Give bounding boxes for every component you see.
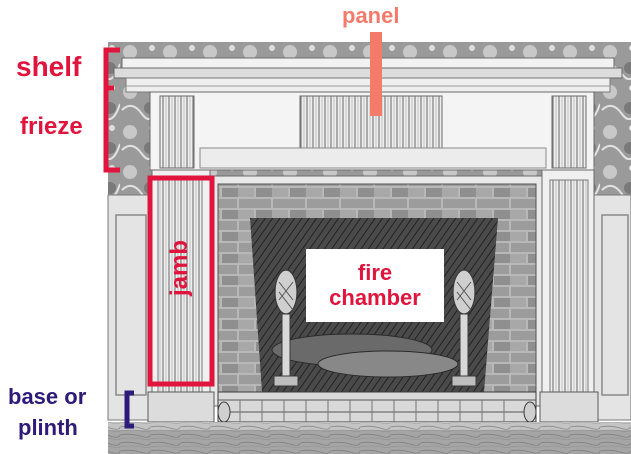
left-frieze-block <box>159 95 195 169</box>
left-plinth <box>147 391 215 423</box>
plinth-bracket <box>124 390 134 429</box>
label-frieze: frieze <box>20 113 83 140</box>
panel-pointer <box>370 32 382 116</box>
left-wainscot <box>107 194 155 421</box>
label-panel: panel <box>342 3 400 28</box>
right-wainscot <box>591 194 631 421</box>
label-shelf: shelf <box>16 51 82 82</box>
fire-fender <box>217 391 537 423</box>
right-frieze-block <box>551 95 587 169</box>
right-andiron <box>451 269 477 387</box>
mantel-shelf <box>121 57 615 69</box>
fire-chamber-label-box: fire chamber <box>306 249 444 322</box>
label-jamb: jamb <box>166 239 193 297</box>
label-chamber: chamber <box>329 284 421 310</box>
label-base-or: base or <box>8 384 87 409</box>
right-plinth <box>539 391 599 423</box>
label-fire: fire <box>357 260 393 286</box>
jamb-outline <box>147 175 215 387</box>
left-andiron <box>273 269 299 387</box>
label-plinth: plinth <box>18 415 78 440</box>
floor <box>108 422 631 454</box>
